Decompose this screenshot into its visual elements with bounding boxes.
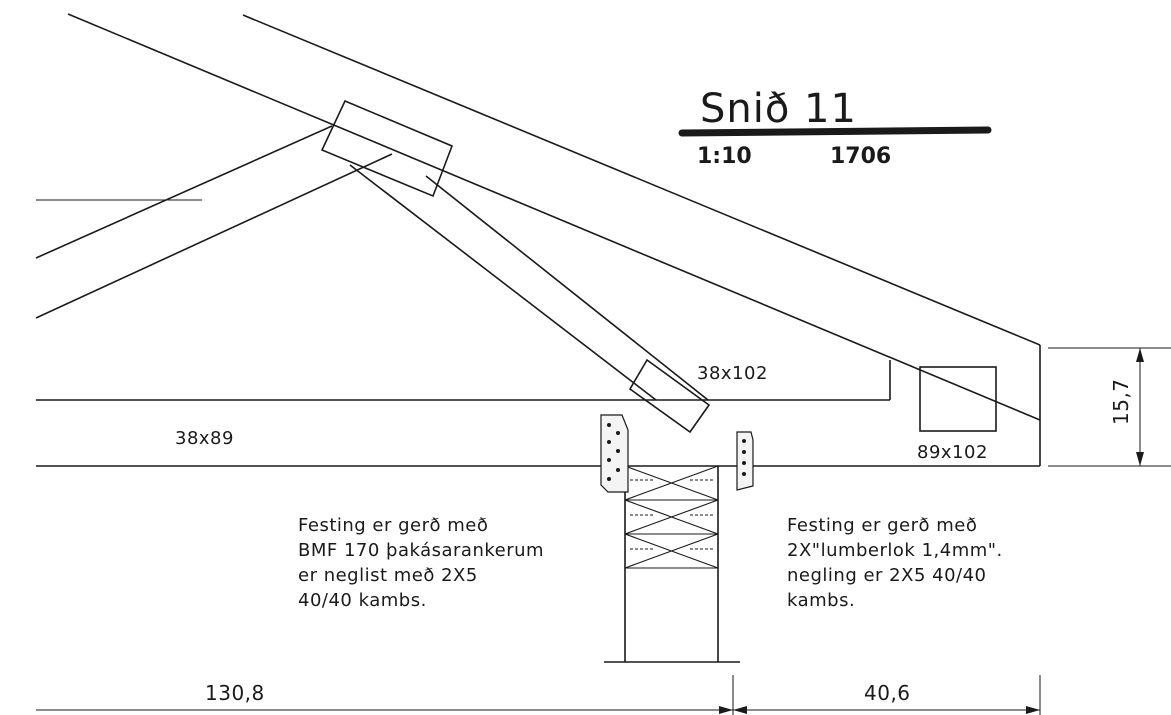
left-anchor-plate (600, 414, 629, 493)
note-right-line: kambs. (787, 590, 855, 611)
wall-support (604, 465, 740, 663)
dimension-arrow (719, 706, 733, 714)
dimension-arrow (733, 706, 747, 714)
end-block (919, 366, 997, 432)
bottom-chord (36, 360, 1040, 467)
dimension-left-text: 130,8 (205, 681, 265, 705)
plate-body (736, 431, 754, 491)
rafter-joint-block (320, 99, 454, 198)
nail-hole (616, 431, 620, 435)
note-right-line: Festing er gerð með (787, 515, 977, 536)
nail-markers (630, 479, 715, 550)
note-left-line: 40/40 kambs. (298, 590, 427, 611)
section-title: Snið 11 (700, 86, 857, 132)
note-left: Festing er gerð með BMF 170 þakásaranker… (298, 515, 544, 611)
note-right: Festing er gerð með 2X"lumberlok 1,4mm".… (787, 515, 1003, 611)
dimension-arrow (1136, 348, 1144, 362)
nail-hole (616, 468, 620, 472)
dimension-right-text: 40,6 (864, 681, 911, 705)
web-left-edge (349, 164, 657, 401)
note-right-line: negling er 2X5 40/40 (787, 565, 987, 586)
brace-line (624, 465, 719, 501)
nail-hole (742, 450, 746, 454)
note-left-line: Festing er gerð með (298, 515, 488, 536)
title-block: Snið 11 1:10 1706 (678, 86, 992, 169)
note-left-line: er neglist með 2X5 (298, 565, 478, 586)
diagonal-web (349, 164, 711, 434)
nail-hole (607, 477, 611, 481)
bottom-chord-size-label: 38x89 (175, 428, 234, 449)
title-underline (678, 126, 992, 137)
nail-hole (607, 458, 611, 462)
rafter-upper-edge (242, 14, 1041, 346)
rafter-lower-edge (67, 13, 1041, 421)
brace-line (624, 499, 719, 535)
nail-hole (742, 472, 746, 476)
top-chord (67, 13, 1041, 466)
note-right-line: 2X"lumberlok 1,4mm". (787, 540, 1003, 561)
nail-hole (742, 461, 746, 465)
left-struts (35, 125, 393, 319)
nail-hole (616, 449, 620, 453)
dimension-arrow (1026, 706, 1040, 714)
end-block-size-label: 89x102 (917, 442, 988, 463)
strut-upper-line (35, 125, 333, 259)
note-left-line: BMF 170 þakásarankerum (298, 540, 544, 561)
scale-label: 1:10 (697, 144, 752, 169)
plate-body (600, 414, 629, 493)
bottom-dimension (36, 675, 1041, 715)
right-anchor-plate (736, 431, 754, 491)
dimension-height-text: 15,7 (1109, 378, 1133, 425)
web-right-edge (425, 175, 709, 401)
brace-line (624, 533, 719, 569)
web-size-label: 38x102 (697, 363, 768, 384)
dimension-arrow (1136, 452, 1144, 466)
web-end-block (628, 358, 711, 434)
strut-lower-line (35, 153, 393, 319)
nail-hole (742, 439, 746, 443)
height-dimension (1048, 347, 1171, 467)
nail-hole (607, 423, 611, 427)
nail-hole (607, 440, 611, 444)
drawing-number: 1706 (830, 144, 891, 169)
